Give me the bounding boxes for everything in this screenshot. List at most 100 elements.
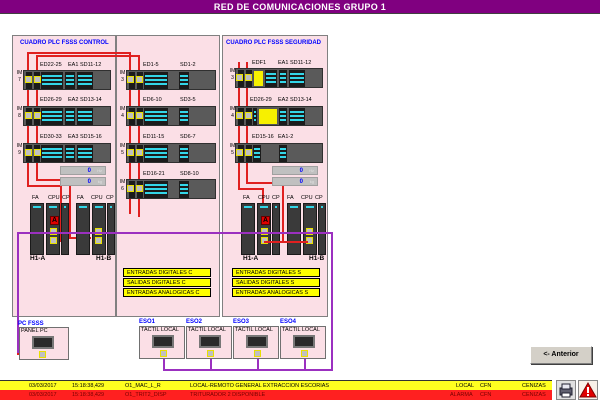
monitor-icon (293, 335, 315, 348)
print-button[interactable] (556, 380, 576, 400)
module-label: SD11-12 (80, 62, 102, 68)
network-port (207, 350, 214, 357)
profibus-wire (36, 55, 139, 57)
value-number: 0 (87, 179, 91, 185)
module-fa (76, 203, 90, 255)
terminal-label-pc: PC FSSS (18, 321, 44, 327)
network-port (306, 237, 313, 244)
rack-im-number: 7 (18, 77, 21, 83)
profibus-wire (246, 182, 282, 184)
rack-im-label: IM (16, 106, 23, 112)
cpu-header: CPU (48, 195, 60, 201)
cpu-header: CP (106, 195, 114, 201)
terminal-eso1[interactable]: TACTIL LOCAL (139, 326, 185, 359)
rack-im-number: 5 (231, 150, 234, 156)
network-port (245, 149, 252, 156)
cpu-header: FA (243, 195, 250, 201)
cpu-header: CPU (91, 195, 103, 201)
network-port (245, 74, 252, 81)
value-readout: 0 kg (272, 177, 318, 186)
terminal-panel-pc[interactable]: PANEL PC (19, 327, 69, 360)
module-label: ED30-33 (40, 134, 62, 140)
rack-im-number: 8 (18, 113, 21, 119)
terminal-label-eso1: ESO1 (139, 319, 156, 325)
alarm-state: LOCAL (456, 383, 475, 389)
alarm-marker[interactable]: A (261, 216, 270, 225)
module-label: ED15-16 (252, 134, 274, 140)
io-tag[interactable]: SALIDAS DIGITALES S (232, 278, 320, 287)
warning-icon (579, 381, 597, 398)
terminal-eso3[interactable]: TACTIL LOCAL (233, 326, 279, 359)
terminal-label-eso4: ESO4 (280, 319, 297, 325)
value-readout: 0 kg (60, 177, 106, 186)
module-label: EA1-2 (278, 134, 294, 140)
module-label: ED1-5 (143, 62, 159, 68)
network-port (136, 76, 143, 83)
module-label: EA2 (278, 97, 289, 103)
network-port (261, 237, 268, 244)
module-label: ED22-25 (40, 62, 62, 68)
module-label: ED26-29 (40, 97, 62, 103)
network-port (136, 112, 143, 119)
cpu-header: FA (32, 195, 39, 201)
network-port (236, 149, 243, 156)
cpu-label-h1a: H1-A (30, 255, 46, 262)
value-unit: Hz (97, 168, 102, 173)
window-title: RED DE COMUNICACIONES GRUPO 1 (0, 0, 600, 14)
alarm-time: 15:18:38,429 (72, 383, 105, 389)
alarm-date: 03/03/2017 (29, 383, 57, 389)
io-tag[interactable]: SALIDAS DIGITALES C (123, 278, 211, 287)
module-label: SD15-16 (80, 134, 102, 140)
module-label: EA2 (68, 97, 79, 103)
alarm-tag: O1_MAC_L_R (125, 383, 161, 389)
cpu-header: CPU (258, 195, 270, 201)
terminal-eso2[interactable]: TACTIL LOCAL (186, 326, 232, 359)
io-tag[interactable]: ENTRADAS ANALOGICAS S (232, 288, 320, 297)
network-port (261, 228, 268, 235)
alarm-row[interactable]: 03/03/2017 15:18:38,429 O1_MAC_L_R LOCAL… (0, 380, 552, 390)
panel-title-control: CUADRO PLC FSSS CONTROL (20, 40, 109, 46)
profibus-wire (264, 241, 308, 243)
network-port (34, 76, 41, 83)
monitor-icon (152, 335, 174, 348)
cpu-header: CP (272, 195, 280, 201)
network-port (136, 185, 143, 192)
printer-icon (559, 383, 573, 398)
io-tag[interactable]: ENTRADAS ANALOGICAS C (123, 288, 211, 297)
network-port (236, 112, 243, 119)
alarm-summary-button[interactable] (578, 380, 598, 400)
profibus-wire (129, 52, 131, 214)
value-unit: Hz (309, 168, 314, 173)
rack-im-label: IM (16, 143, 23, 149)
rack-chassis (126, 106, 216, 126)
rack-im-label: IM (229, 143, 236, 149)
cpu-label-h1b: H1-B (309, 255, 325, 262)
value-unit: kg (97, 179, 102, 184)
module-label: ED16-21 (143, 171, 165, 177)
profibus-wire (36, 179, 69, 181)
module-fa (287, 203, 301, 255)
network-port (127, 76, 134, 83)
module-label: ED26-29 (250, 97, 272, 103)
alarm-marker[interactable]: A (50, 216, 59, 225)
profibus-wire (282, 182, 284, 242)
profibus-wire (27, 52, 130, 54)
module-cp (318, 203, 326, 255)
terminal-name: TACTIL LOCAL (235, 327, 273, 333)
rack-chassis (23, 143, 111, 163)
module-label: EA1 (68, 62, 79, 68)
io-tag[interactable]: ENTRADAS DIGITALES C (123, 268, 211, 277)
value-unit: kg (309, 179, 314, 184)
io-tag[interactable]: ENTRADAS DIGITALES S (232, 268, 320, 277)
network-port (160, 350, 167, 357)
rack-im-number: 4 (121, 113, 124, 119)
rack-im-label: IM (119, 179, 126, 185)
module-fa (30, 203, 44, 255)
terminal-eso4[interactable]: TACTIL LOCAL (280, 326, 326, 359)
back-button[interactable]: <- Anterior (530, 346, 592, 364)
alarm-row[interactable]: 03/03/2017 15:18:38,429 O1_TRIT2_DISP TR… (0, 390, 552, 400)
module-label: EDF1 (252, 60, 267, 66)
value-number: 0 (299, 179, 303, 185)
module-label: SD11-12 (290, 60, 312, 66)
module-label: SD13-14 (290, 97, 312, 103)
